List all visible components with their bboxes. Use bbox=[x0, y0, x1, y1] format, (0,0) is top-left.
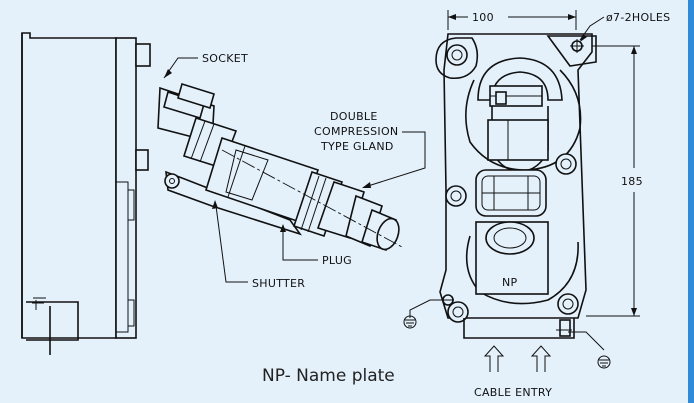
cable-entry-arrows bbox=[483, 345, 552, 372]
label-shutter: SHUTTER bbox=[252, 277, 305, 290]
dimension-height bbox=[586, 45, 640, 317]
earth-symbol-left bbox=[403, 299, 446, 329]
label-cable-entry: CABLE ENTRY bbox=[474, 386, 552, 399]
side-view bbox=[21, 32, 151, 355]
dimension-width-value: 100 bbox=[472, 11, 494, 24]
label-np: NP bbox=[502, 276, 518, 289]
figure-caption: NP- Name plate bbox=[262, 366, 395, 386]
dimension-width bbox=[447, 10, 577, 30]
label-gland-line2: COMPRESSION bbox=[314, 125, 398, 138]
label-gland-line1: DOUBLE bbox=[330, 110, 378, 123]
dimension-holes-value: ø7-2HOLES bbox=[606, 11, 670, 24]
label-plug: PLUG bbox=[322, 254, 352, 267]
earth-symbol-right bbox=[568, 331, 611, 369]
front-view bbox=[435, 33, 597, 339]
hole-leader bbox=[579, 16, 605, 42]
dimension-height-value: 185 bbox=[621, 175, 643, 188]
label-socket: SOCKET bbox=[202, 52, 248, 65]
label-gland-line3: TYPE GLAND bbox=[320, 140, 394, 153]
leaders-left bbox=[163, 57, 426, 283]
socket-plug-assembly bbox=[157, 82, 405, 252]
